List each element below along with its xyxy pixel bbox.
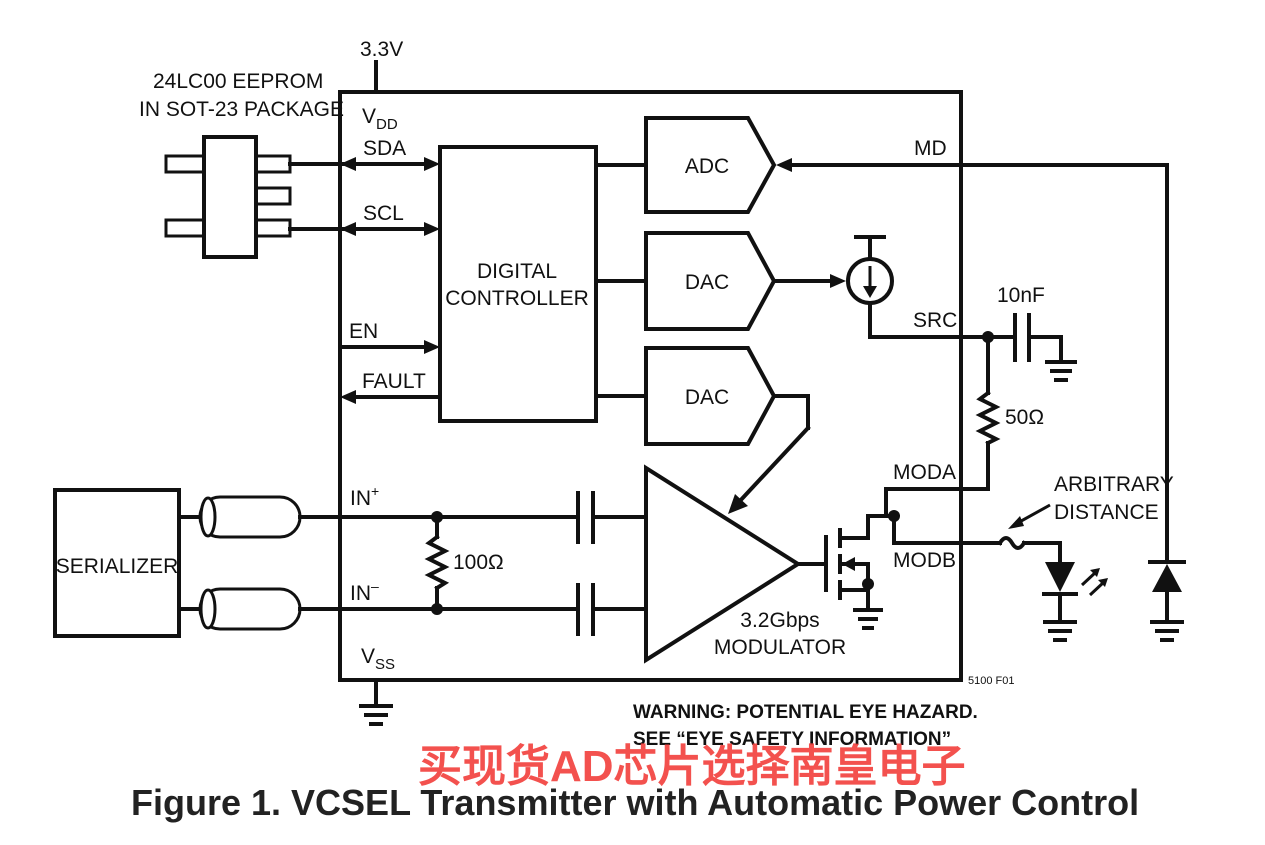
in-negative-line: IN– [298,578,648,636]
svg-text:SERIALIZER: SERIALIZER [56,555,179,578]
svg-text:ADC: ADC [685,155,729,178]
svg-text:DIGITAL: DIGITAL [477,260,557,283]
serializer-block: SERIALIZER [53,488,181,638]
dac1-block: DAC [644,231,777,331]
in-positive-line: IN+ [298,483,648,544]
figure-caption: Figure 1. VCSEL Transmitter with Automat… [131,782,1139,823]
eeprom-chip: 24LC00 EEPROM IN SOT-23 PACKAGE [139,70,344,259]
supply-3v3: 3.3V [360,38,403,94]
svg-text:SEE “EYE SAFETY INFORMATION”: SEE “EYE SAFETY INFORMATION” [633,729,951,750]
sda-line: SDA [288,137,440,171]
svg-text:DAC: DAC [685,386,729,409]
pin-vss-label: VSS [361,645,395,673]
svg-text:CONTROLLER: CONTROLLER [445,287,589,310]
en-line: EN [338,320,440,354]
coax-positive [177,495,302,539]
svg-text:10nF: 10nF [997,284,1045,307]
svg-text:MODULATOR: MODULATOR [714,636,846,659]
pin-src-label: SRC [913,309,957,332]
svg-text:ARBITRARY: ARBITRARY [1054,473,1174,496]
vss-ground [359,678,393,726]
svg-text:EN: EN [349,320,378,343]
mosfet [796,514,896,630]
fault-line: FAULT [340,370,442,404]
scl-line: SCL [288,202,440,236]
watermark-text: 买现货AD芯片选择南皇电子 [418,742,966,791]
coax-negative [177,587,302,631]
svg-text:24LC00 EEPROM: 24LC00 EEPROM [153,70,323,93]
md-line: MD [776,137,1169,564]
resistor-50ohm: 50Ω [884,335,1044,518]
svg-text:FAULT: FAULT [362,370,426,393]
modulator-amp: 3.2Gbps MODULATOR [644,464,846,664]
svg-text:SCL: SCL [363,202,404,225]
eye-hazard-warning: WARNING: POTENTIAL EYE HAZARD. SEE “EYE … [633,702,978,750]
monitor-photodiode [1148,560,1186,642]
dac2-block: DAC [644,346,777,446]
dac2-to-modulator [728,394,811,514]
svg-text:100Ω: 100Ω [453,551,504,574]
svg-text:3.3V: 3.3V [360,38,403,61]
distance-note: ARBITRARY DISTANCE [1008,473,1174,529]
digital-controller: DIGITAL CONTROLLER [438,145,598,423]
modb-line [892,514,1062,564]
svg-text:IN–: IN– [350,578,379,605]
ic-outline [338,90,963,682]
svg-text:DISTANCE: DISTANCE [1054,501,1159,524]
svg-text:IN+: IN+ [350,483,379,510]
svg-text:3.2Gbps: 3.2Gbps [740,609,819,632]
adc-block: ADC [644,116,777,214]
pin-vdd-label: VDD [362,105,398,133]
current-source [846,235,990,339]
resistor-100ohm: 100Ω [424,511,504,615]
svg-text:SDA: SDA [363,137,406,160]
svg-text:DAC: DAC [685,271,729,294]
svg-text:WARNING: POTENTIAL EYE HAZARD.: WARNING: POTENTIAL EYE HAZARD. [633,702,978,723]
pin-moda-label: MODA [893,461,956,484]
svg-text:50Ω: 50Ω [1005,406,1044,429]
vcsel-laser [1042,562,1108,642]
capacitor-10nf: 10nF [986,284,1077,382]
svg-text:MD: MD [914,137,947,160]
pin-modb-label: MODB [893,549,956,572]
part-code: 5100 F01 [968,675,1014,687]
svg-text:IN SOT-23 PACKAGE: IN SOT-23 PACKAGE [139,98,344,121]
